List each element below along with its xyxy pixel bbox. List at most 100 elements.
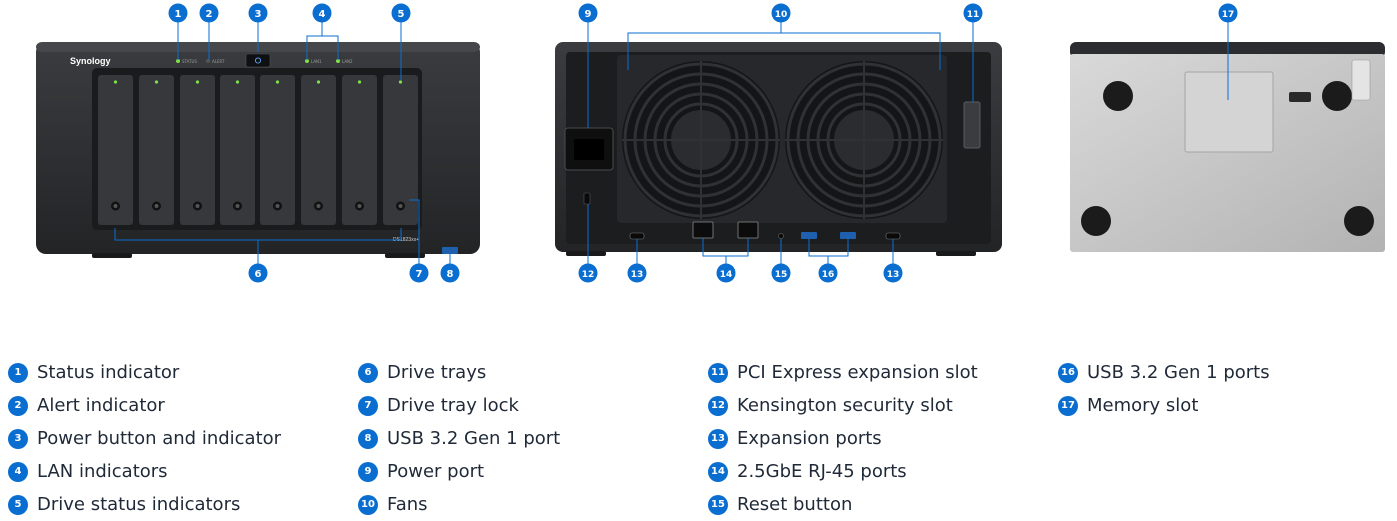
drive-tray[interactable] — [139, 75, 174, 225]
drive-trays — [98, 75, 418, 225]
legend-item: 6 Drive trays — [358, 356, 560, 389]
pcie-slot-cover[interactable] — [963, 101, 981, 149]
drive-tray[interactable] — [301, 75, 336, 225]
svg-text:14: 14 — [720, 270, 733, 280]
legend-label: 2.5GbE RJ-45 ports — [737, 461, 907, 482]
model-label: DS1823xs+ — [393, 237, 419, 243]
front-bezel — [92, 68, 422, 230]
svg-text:2: 2 — [206, 9, 213, 20]
expansion-port-left[interactable] — [629, 232, 645, 240]
drive-tray[interactable] — [383, 75, 418, 225]
callout-13-left: 13 — [627, 263, 647, 283]
legend-label: USB 3.2 Gen 1 port — [387, 428, 561, 449]
drive-tray[interactable] — [260, 75, 295, 225]
legend-label: Kensington security slot — [737, 395, 953, 416]
legend-badge: 12 — [708, 395, 728, 416]
front-usb-port[interactable] — [442, 247, 458, 254]
bottom-plate — [1070, 54, 1385, 252]
svg-text:6: 6 — [255, 269, 262, 280]
leader-lines — [114, 22, 1229, 264]
memory-slot-cover[interactable] — [1184, 71, 1274, 153]
fan-right — [785, 61, 943, 219]
drive-tray[interactable] — [220, 75, 255, 225]
status-led — [176, 59, 180, 63]
drive-tray[interactable] — [342, 75, 377, 225]
svg-text:17: 17 — [1222, 10, 1235, 20]
legend-badge: 6 — [358, 362, 378, 383]
legend-label: LAN indicators — [37, 461, 168, 482]
brand-logo: Synology — [70, 56, 111, 66]
legend-badge: 10 — [358, 494, 378, 515]
rear-usb-port-2[interactable] — [840, 232, 856, 239]
legend-badge: 5 — [8, 494, 28, 515]
callout-4: 4 — [312, 3, 332, 23]
front-foot-left — [92, 253, 132, 258]
svg-text:13: 13 — [631, 270, 644, 280]
legend-badge: 14 — [708, 461, 728, 482]
power-button[interactable] — [245, 53, 271, 68]
legend-item: 12 Kensington security slot — [708, 389, 978, 422]
bottom-foot — [1103, 81, 1133, 111]
rear-view — [555, 42, 1002, 256]
svg-text:8: 8 — [447, 269, 454, 280]
svg-text:1: 1 — [175, 9, 182, 20]
status-led-label: STATUS — [182, 59, 197, 64]
legend-label: Fans — [387, 494, 428, 515]
callout-13-right: 13 — [883, 263, 903, 283]
reset-button[interactable] — [778, 233, 784, 239]
legend-label: Expansion ports — [737, 428, 882, 449]
rj45-port-2[interactable] — [737, 221, 759, 239]
callout-17: 17 — [1218, 3, 1238, 23]
svg-text:9: 9 — [585, 9, 592, 20]
rear-usb-port-1[interactable] — [801, 232, 817, 239]
svg-text:4: 4 — [319, 9, 326, 20]
lan1-led-label: LAN1 — [311, 59, 322, 64]
legend-item: 14 2.5GbE RJ-45 ports — [708, 455, 978, 488]
drive-tray[interactable] — [180, 75, 215, 225]
callout-3: 3 — [248, 3, 268, 23]
legend-label: Alert indicator — [37, 395, 165, 416]
svg-text:10: 10 — [775, 10, 788, 20]
svg-text:12: 12 — [582, 270, 595, 280]
bottom-foot — [1344, 206, 1374, 236]
callout-10: 10 — [771, 3, 791, 23]
svg-text:16: 16 — [822, 270, 835, 280]
legend-badge: 15 — [708, 494, 728, 515]
lan2-led — [336, 59, 340, 63]
legend-label: USB 3.2 Gen 1 ports — [1087, 362, 1270, 383]
legend-badge: 8 — [358, 428, 378, 449]
legend-item: 9 Power port — [358, 455, 560, 488]
legend-label: Power port — [387, 461, 485, 482]
power-icon — [254, 57, 262, 64]
svg-text:5: 5 — [398, 9, 405, 20]
drive-tray[interactable] — [98, 75, 133, 225]
legend-badge: 1 — [8, 362, 28, 383]
rj45-port-1[interactable] — [692, 221, 714, 239]
callout-1: 1 — [168, 3, 188, 23]
legend-badge: 7 — [358, 395, 378, 416]
kensington-slot[interactable] — [583, 192, 591, 205]
callout-badges: 1 2 3 4 5 6 7 8 9 10 11 12 13 14 15 16 1… — [168, 3, 1238, 283]
expansion-port-right[interactable] — [885, 232, 901, 240]
legend-label: Status indicator — [37, 362, 180, 383]
callout-16: 16 — [818, 263, 838, 283]
svg-text:15: 15 — [775, 270, 788, 280]
power-port[interactable] — [564, 127, 614, 171]
legend-label: PCI Express expansion slot — [737, 362, 978, 383]
legend-label: Power button and indicator — [37, 428, 282, 449]
bottom-latch — [1289, 92, 1311, 102]
legend-badge: 9 — [358, 461, 378, 482]
legend-label: Drive trays — [387, 362, 487, 383]
legend-badge: 2 — [8, 395, 28, 416]
